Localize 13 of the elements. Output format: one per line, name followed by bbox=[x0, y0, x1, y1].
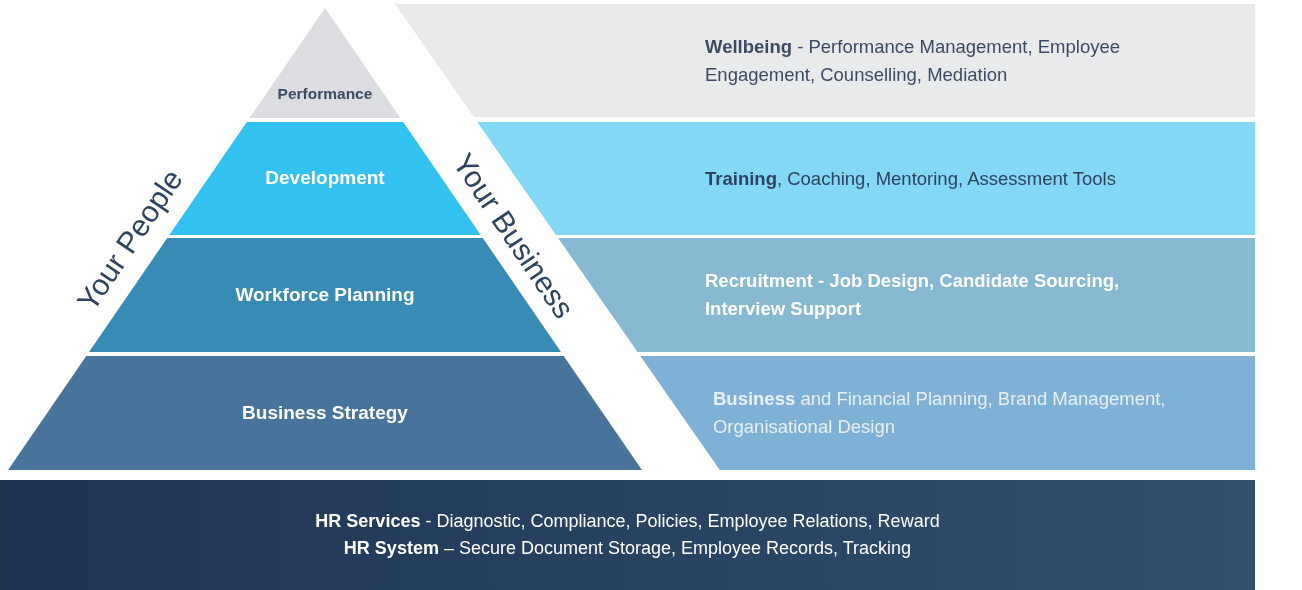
band-text: Business and Financial Planning, Brand Management, Organisational Design bbox=[713, 387, 1167, 439]
service-band bbox=[640, 356, 1255, 470]
service-band bbox=[395, 4, 1255, 117]
band-text: Wellbeing - Performance Management, Employee Engagement, Counselling, Mediation bbox=[705, 34, 1122, 87]
tier-label: Performance bbox=[277, 84, 373, 104]
tier-label: Workforce Planning bbox=[235, 282, 415, 307]
tier-label: Development bbox=[265, 166, 385, 191]
band-text: Training, Coaching, Mentoring, Assessment Tools bbox=[705, 166, 1117, 191]
band-text: HR System – Secure Document Storage, Employee Records, Tracking bbox=[343, 537, 912, 560]
foundation-band bbox=[0, 480, 1255, 590]
band-text: Recruitment - Job Design, Candidate Sourcing, Interview Support bbox=[705, 269, 1121, 321]
tier-label: Business Strategy bbox=[242, 400, 408, 425]
band-text: HR Services - Diagnostic, Compliance, Policies, Employee Relations, Reward bbox=[315, 510, 940, 533]
